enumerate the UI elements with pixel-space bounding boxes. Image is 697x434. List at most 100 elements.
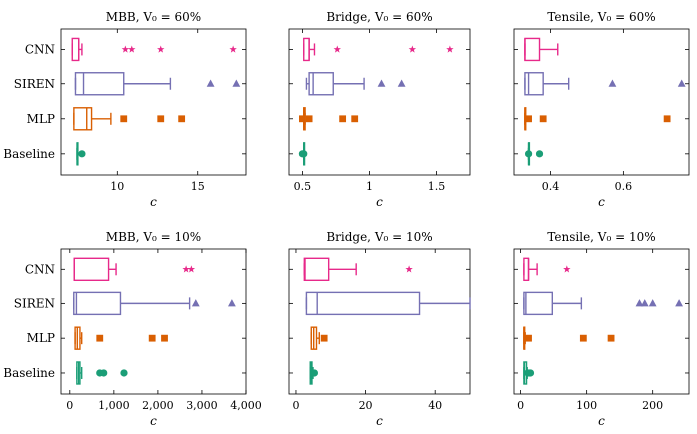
outlier-point [339,115,347,123]
outlier-point [299,115,306,123]
x-tick-label: 100 [576,399,597,412]
box-cnn: CNN [25,257,246,281]
box-cnn [514,37,689,62]
x-tick-label: 1,000 [98,399,130,412]
category-label: MLP [27,112,55,126]
x-tick-label: 2,000 [142,399,174,412]
outlier-point [677,79,686,87]
x-axis-label: c [376,195,383,209]
x-tick-label: 4,000 [230,399,262,412]
iqr-box [303,257,330,281]
x-tick-label: 3,000 [186,399,218,412]
outlier-point [232,79,241,87]
box-baseline [289,361,470,385]
outlier-point [310,369,319,377]
x-axis-label: c [598,195,605,209]
box-mlp [289,107,470,131]
outlier-point [539,115,547,123]
outlier-point [663,115,671,123]
box-baseline: Baseline [3,361,246,385]
iqr-box [73,257,110,281]
box-cnn: CNN [25,37,246,62]
plot-frame [513,248,690,395]
panel-1: MBB, V₀ = 60% 10 15 c CNN SIREN MLP Baseline [3,10,247,209]
iqr-box [74,72,125,96]
box-siren [514,72,689,96]
x-tick-label: 0 [517,399,524,412]
outlier-point [526,369,535,377]
outlier-point [178,115,186,123]
x-tick-label: 15 [191,180,205,193]
iqr-box [308,72,334,96]
outlier-point [121,45,130,53]
outlier-point [96,334,104,342]
outlier-point [579,334,587,342]
outlier-point [675,299,683,307]
outlier-point [191,299,200,307]
outlier-point [300,150,308,158]
outlier-point [157,115,165,123]
outlier-point [128,45,136,53]
outlier-point [525,334,532,342]
iqr-box [305,291,421,316]
panel-title: Bridge, V₀ = 10% [326,230,432,244]
box-baseline [514,142,689,166]
outlier-point [148,334,156,342]
outlier-point [397,79,406,87]
panel-title: Tensile, V₀ = 10% [547,230,655,244]
plot-frame [288,28,471,176]
outlier-point [120,115,128,123]
outlier-point [161,334,168,342]
category-label: Baseline [3,366,55,380]
iqr-box [73,291,122,316]
iqr-box [524,72,544,96]
x-axis-label: c [376,414,383,428]
x-tick-label: 10 [110,180,124,193]
outlier-point [351,115,359,123]
box-siren: SIREN [14,72,246,96]
box-mlp [289,326,470,350]
outlier-point [320,334,328,342]
outlier-point [535,150,544,158]
outlier-point [524,150,533,158]
outlier-point [648,299,657,307]
outlier-point [405,265,413,273]
x-axis-label: c [150,195,157,209]
x-tick-label: 20 [359,399,373,412]
x-tick-label: 200 [642,399,663,412]
outlier-point [78,150,86,158]
outlier-point [640,299,649,307]
outlier-point [120,369,128,377]
outlier-point [100,369,108,377]
panel-title: Tensile, V₀ = 60% [547,10,655,24]
plot-frame [60,28,247,176]
category-label: CNN [25,262,55,276]
outlier-point [563,265,571,273]
panel-title: MBB, V₀ = 60% [106,10,201,24]
category-label: SIREN [14,77,55,91]
box-mlp [514,107,689,131]
outlier-point [525,115,532,123]
x-tick-label: 40 [428,399,442,412]
box-siren [514,291,689,316]
plot-frame [513,28,690,176]
x-tick-label: 0.5 [294,180,312,193]
box-mlp: MLP [27,107,246,131]
x-axis-label: c [150,414,157,428]
iqr-box [523,291,554,316]
plot-frame [288,248,471,395]
box-baseline: Baseline [3,142,246,166]
outlier-point [608,79,617,87]
x-tick-label: 1 [366,180,373,193]
outlier-point [187,265,196,273]
iqr-box [71,37,80,62]
box-cnn [514,257,689,281]
box-siren: SIREN [14,291,246,316]
outlier-point [446,45,454,53]
category-label: SIREN [14,296,55,310]
